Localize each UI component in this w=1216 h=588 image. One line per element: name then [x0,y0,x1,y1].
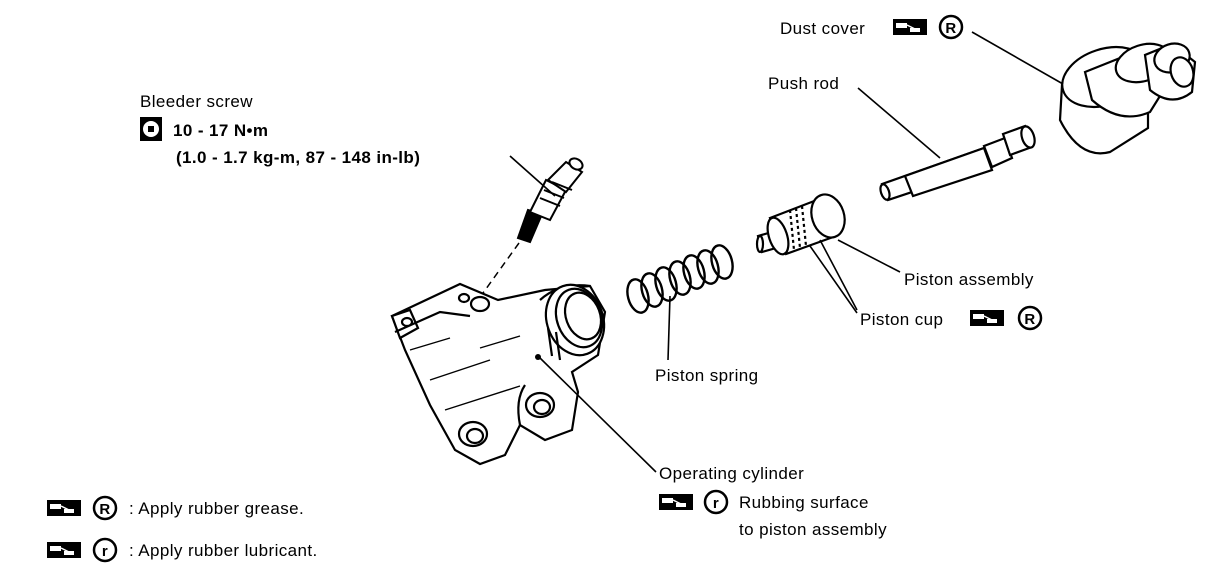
legend-lubricant-text: : Apply rubber lubricant. [129,541,318,560]
grease-symbol-letter: R [99,501,110,518]
grease-symbol-icon [92,495,118,521]
bleeder-screw-label: Bleeder screw [140,92,253,111]
torque-alt-value: (1.0 - 1.7 kg-m, 87 - 148 in-lb) [176,148,420,167]
grease-symbol-letter: R [945,20,956,37]
to-piston-assembly-label: to piston assembly [739,520,887,539]
dust-cover-label: Dust cover [780,19,865,38]
lubricant-symbol-letter: r [713,495,719,512]
leader-lines [509,31,1064,473]
piston-spring-label: Piston spring [655,366,758,385]
bleeder-screw-part [516,157,584,244]
push-rod-label: Push rod [768,74,839,93]
push-rod-part [879,124,1036,202]
grease-symbol-icon [938,14,964,40]
lubricant-symbol-icon [703,489,729,515]
lubricant-symbol-letter: r [102,543,108,560]
legend-grease-text: : Apply rubber grease. [129,499,304,518]
dust-cover-part [1058,42,1197,155]
operating-cylinder-part [390,282,607,466]
rubbing-surface-label: Rubbing surface [739,493,869,512]
operating-cylinder-label: Operating cylinder [659,464,804,483]
piston-spring-part [626,244,734,314]
bleeder-guide-line [477,242,520,301]
torque-wrench-icon [140,117,162,141]
piston-assembly-part [755,193,846,256]
grease-symbol-letter: R [1024,311,1035,328]
torque-main-value: 10 - 17 N•m [173,121,268,140]
piston-assembly-label: Piston assembly [904,270,1034,289]
piston-cup-label: Piston cup [860,310,943,329]
grease-symbol-icon [1017,305,1043,331]
legend: R : Apply rubber grease. r : Apply rubbe… [46,495,318,563]
lubricant-symbol-icon [92,537,118,563]
